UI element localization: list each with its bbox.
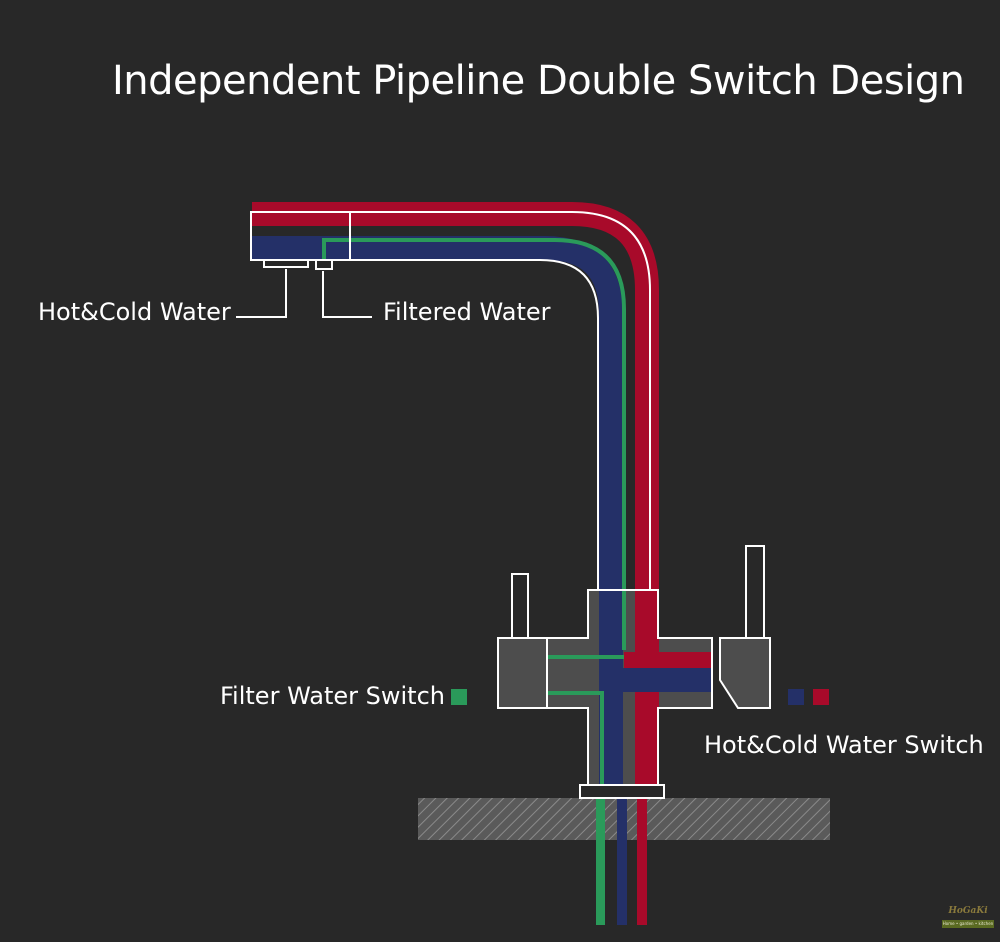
faucet-body-outline [546, 589, 713, 786]
hot-supply-pipe [637, 785, 647, 925]
page-title: Independent Pipeline Double Switch Desig… [112, 58, 965, 104]
hot-cold-switch-handle [719, 637, 771, 709]
filtered-water-label: Filtered Water [383, 298, 551, 326]
filter-switch-handle [497, 637, 548, 709]
hot-cold-switch-lever [745, 545, 765, 639]
hot-cold-leader-line [236, 269, 287, 318]
cold-body-pipe [600, 668, 712, 692]
spout-outline-outer [250, 211, 651, 590]
hot-switch-swatch [813, 689, 829, 705]
mounting-flange [579, 784, 665, 799]
filtered-body-pipe [547, 655, 624, 790]
filter-switch-swatch [451, 689, 467, 705]
cold-switch-swatch [788, 689, 804, 705]
filtered-supply-pipe [596, 785, 605, 925]
filtered-pipe [322, 238, 626, 650]
hot-cold-water-label: Hot&Cold Water [38, 298, 231, 326]
hot-cold-outlet [263, 259, 309, 268]
filter-water-switch-label: Filter Water Switch [220, 682, 445, 710]
cold-pipe [252, 236, 623, 790]
hot-cold-water-switch-label: Hot&Cold Water Switch [704, 731, 984, 759]
filtered-leader-line [322, 271, 372, 318]
filter-switch-lever [511, 573, 529, 639]
logo-text: HoGaKi [948, 906, 988, 916]
hot-pipe [252, 202, 659, 790]
cold-supply-pipe [617, 785, 627, 925]
filtered-outlet [315, 259, 333, 270]
hot-body-pipe [624, 652, 712, 668]
brand-logo: HoGaKi Home • garden • kitchen [940, 892, 996, 932]
logo-tagline: Home • garden • kitchen [942, 920, 994, 928]
spout-outline-inner [250, 259, 599, 590]
